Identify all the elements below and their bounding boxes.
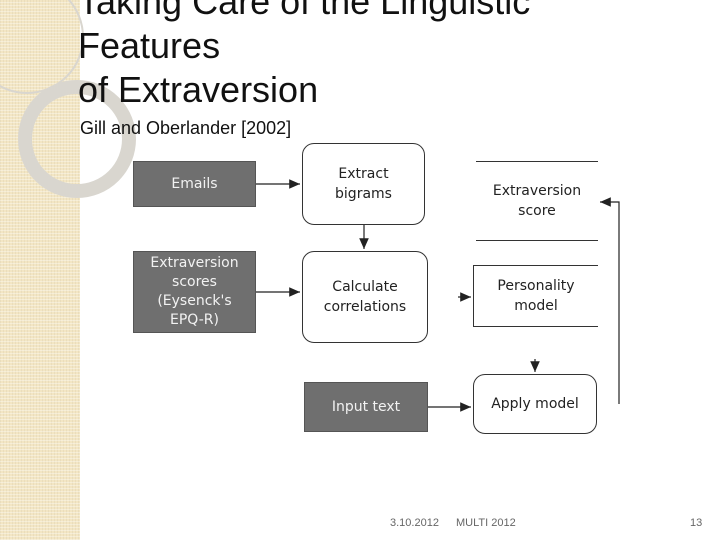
extraversion-score-box: Extraversion score bbox=[476, 161, 598, 241]
extraversion-scores-box: Extraversion scores (Eysenck's EPQ-R) bbox=[133, 251, 256, 333]
slide-title: Taking Care of the Linguistic Features o… bbox=[78, 0, 678, 112]
footer-page-number: 13 bbox=[690, 517, 703, 529]
arrow-apply-to-score bbox=[600, 197, 620, 404]
apply-model-box: Apply model bbox=[473, 374, 597, 434]
decorative-sidebar bbox=[0, 0, 136, 540]
personality-model-box: Personality model bbox=[473, 265, 598, 327]
input-text-box: Input text bbox=[304, 382, 428, 432]
title-line-2: Features bbox=[78, 25, 221, 66]
emails-box: Emails bbox=[133, 161, 256, 207]
title-line-3: of Extraversion bbox=[78, 69, 319, 110]
footer-event: MULTI 2012 bbox=[456, 517, 516, 529]
calculate-correlations-box: Calculate correlations bbox=[302, 251, 428, 343]
extract-bigrams-box: Extract bigrams bbox=[302, 143, 425, 225]
footer-date: 3.10.2012 bbox=[390, 517, 439, 529]
slide-subtitle: Gill and Oberlander [2002] bbox=[80, 118, 292, 138]
title-line-1: Taking Care of the Linguistic bbox=[78, 0, 531, 22]
